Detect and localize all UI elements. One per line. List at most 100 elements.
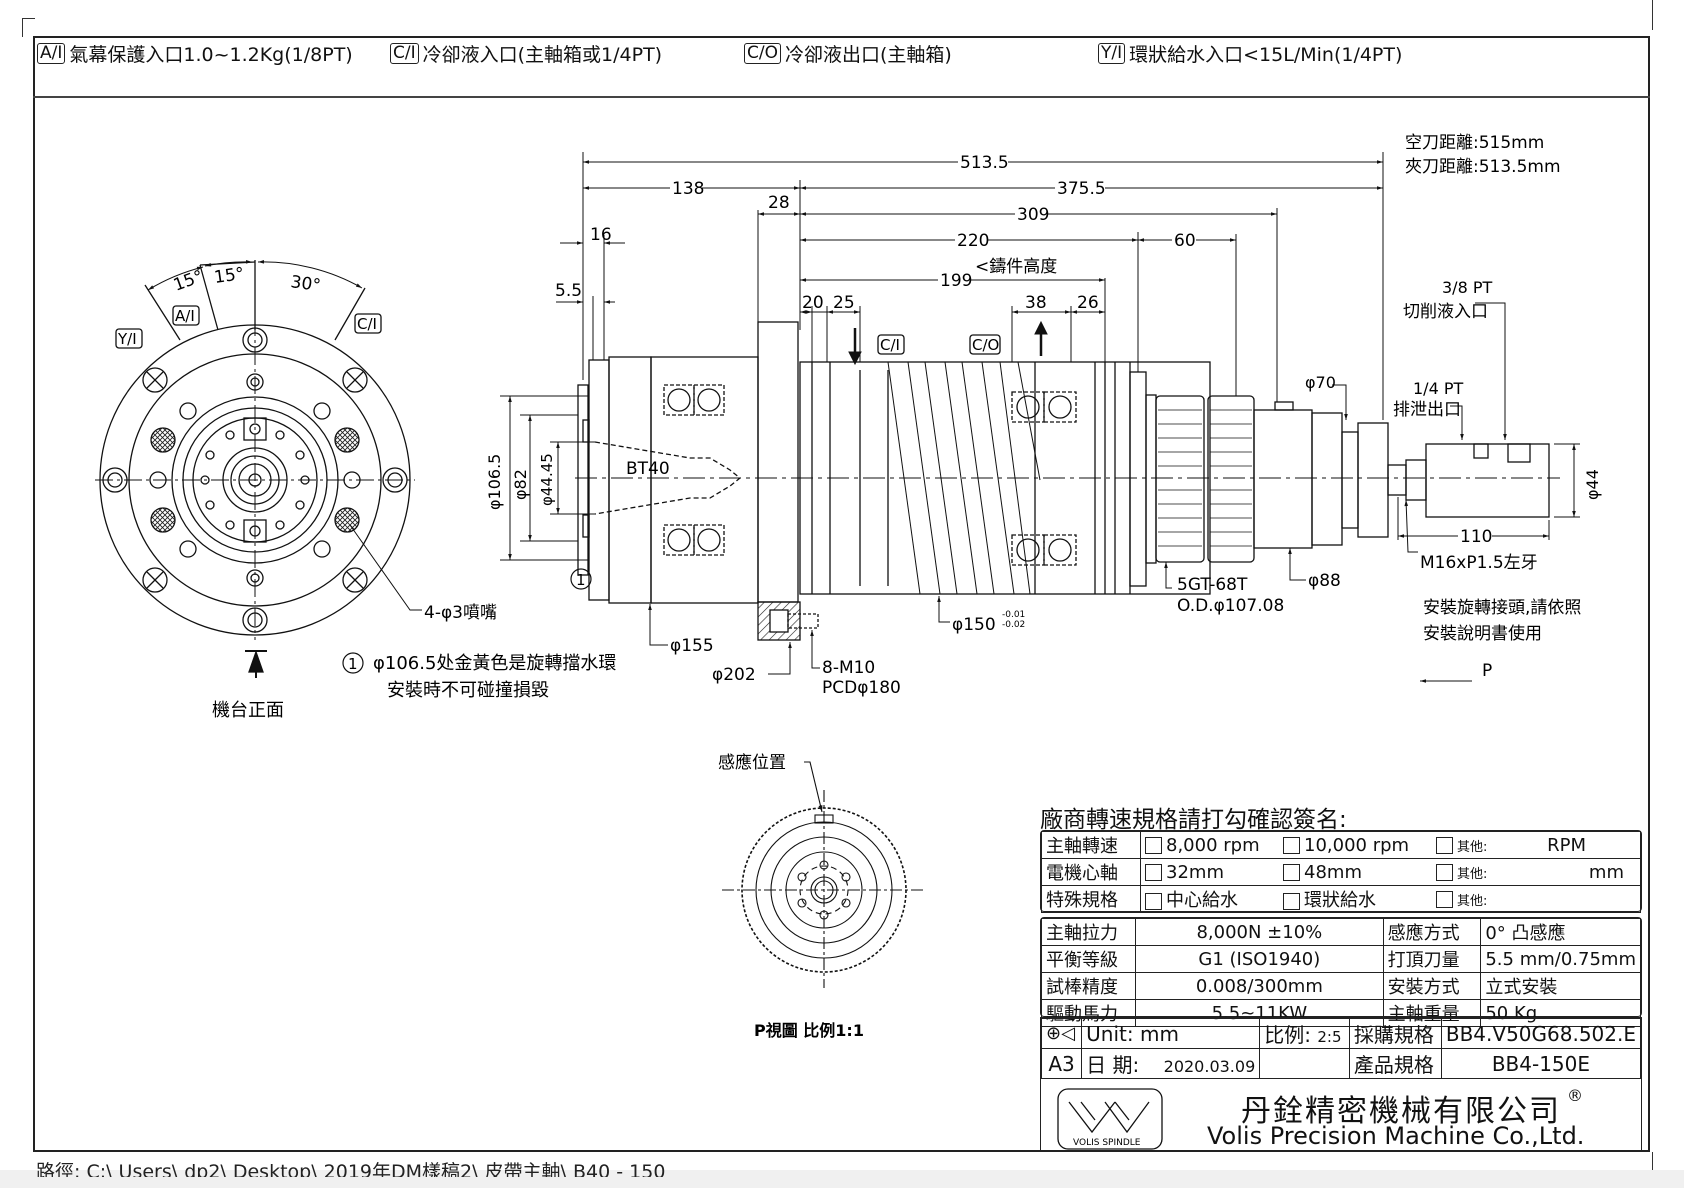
checkbox-48mm[interactable] <box>1283 864 1300 881</box>
spec-key: 平衡等級 <box>1040 945 1137 973</box>
checkbox-8000[interactable] <box>1145 837 1162 854</box>
dim-16: 16 <box>590 225 612 245</box>
product-value: BB4-150E <box>1440 1048 1642 1079</box>
checkbox-10000[interactable] <box>1283 837 1300 854</box>
dim-phi155: φ155 <box>670 636 714 656</box>
dim-28: 28 <box>768 193 790 213</box>
logo-text: VOLIS SPINDLE <box>1073 1138 1141 1148</box>
sig-unit: RPM <box>1547 834 1586 856</box>
note-marker-circle <box>342 652 364 674</box>
title-row-2: A3 日 期: 2020.03.09 產品規格 BB4-150E <box>1040 1048 1642 1079</box>
legend-text: 冷卻液入口(主軸箱或1/4PT) <box>422 44 663 66</box>
sig-row: 特殊規格 中心給水 環狀給水 其他: <box>1041 885 1641 913</box>
dim-phi106-5: φ106.5 <box>485 454 504 510</box>
spec-value: 立式安裝 <box>1480 972 1641 1000</box>
signature-table: 主軸轉速 8,000 rpm 10,000 rpm 其他:RPM 電機心軸 32… <box>1040 830 1642 913</box>
checkbox-other-spec[interactable] <box>1436 891 1453 908</box>
title-block: ⊕◁ Unit: mm 比例: 2:5 採購規格 BB4.V50G68.502.… <box>1040 1017 1642 1152</box>
nozzle-label: 4-φ3噴嘴 <box>424 603 497 623</box>
dim-38: 38 <box>1025 293 1047 313</box>
spec-key: 安裝方式 <box>1382 972 1482 1000</box>
title-row-1: ⊕◁ Unit: mm 比例: 2:5 採購規格 BB4.V50G68.502.… <box>1040 1018 1642 1049</box>
drain-outlet-label: 排泄出口 <box>1393 400 1461 420</box>
note-marker: 1 <box>348 655 358 673</box>
unit-value: mm <box>1139 1021 1179 1046</box>
dim-5-5: 5.5 <box>555 281 582 301</box>
tag-yi: Y/I <box>117 330 137 348</box>
gear-od: O.D.φ107.08 <box>1177 596 1284 616</box>
pcd-spec: PCDφ180 <box>822 678 901 698</box>
sig-opt1: 中心給水 <box>1166 890 1238 911</box>
pt-3-8: 3/8 PT <box>1442 278 1492 297</box>
tag-ci: C/I <box>390 43 419 64</box>
note-line1: φ106.5处金黃色是旋轉擋水環 <box>373 653 616 674</box>
sig-opt1: 32mm <box>1166 861 1224 883</box>
checkbox-center-water[interactable] <box>1145 892 1162 910</box>
checkbox-other-rpm[interactable] <box>1436 837 1453 854</box>
marker-1-circle <box>570 568 592 590</box>
legend-ring-water-inlet: Y/I 環狀給水入口<15L/Min(1/4PT) <box>1098 40 1402 67</box>
angle-15-a: 15° <box>171 267 206 296</box>
bolt-spec: 8-M10 <box>822 658 875 678</box>
angle-15-b: 15° <box>213 264 246 288</box>
thread-spec: M16xP1.5左牙 <box>1420 553 1538 573</box>
sig-row-label: 主軸轉速 <box>1041 831 1141 859</box>
sig-other: 其他: <box>1457 839 1488 855</box>
sig-other: 其他: <box>1457 866 1488 882</box>
dimension-texts: 513.5 138 375.5 28 309 16 220 60 5.5 199… <box>555 152 1196 313</box>
tag-co-side: C/O <box>972 336 999 354</box>
front-tags: A/I Y/I C/I <box>115 305 382 349</box>
dim-phi88: φ88 <box>1308 571 1341 591</box>
sig-row: 主軸轉速 8,000 rpm 10,000 rpm 其他:RPM <box>1041 831 1641 859</box>
product-label: 產品規格 <box>1348 1048 1442 1079</box>
p-view-caption: P視圖 比例1:1 <box>754 1021 864 1040</box>
bt40-label: BT40 <box>626 459 670 479</box>
sensor-position-label: 感應位置 <box>718 752 786 773</box>
spec-key: 試棒精度 <box>1040 972 1137 1000</box>
spec-row: 主軸拉力 8,000N ±10% 感應方式 0° 凸感應 <box>1040 918 1641 946</box>
dim-phi70: φ70 <box>1305 373 1336 392</box>
spec-row: 試棒精度 0.008/300mm 安裝方式 立式安裝 <box>1040 972 1641 1000</box>
dim-60: 60 <box>1174 231 1196 251</box>
clamp-tool-distance: 夾刀距離:513.5mm <box>1405 157 1561 177</box>
company-cn-text: 丹銓精密機械有限公司 <box>1241 1094 1561 1129</box>
scale-label: 比例: <box>1264 1023 1311 1047</box>
file-path: 路徑: C:\ Users\ dp2\ Desktop\ 2019年DM樣稿2\… <box>36 1161 666 1177</box>
projection-symbol: ⊕◁ <box>1040 1018 1083 1049</box>
bottom-strip <box>0 1170 1684 1188</box>
dim-phi82: φ82 <box>511 469 530 500</box>
p-view <box>722 761 926 988</box>
sig-unit: mm <box>1588 861 1624 883</box>
spec-value: 5.5 mm/0.75mm <box>1480 945 1641 973</box>
casting-height-label: <鑄件高度 <box>975 257 1057 277</box>
spec-row: 平衡等級 G1 (ISO1940) 打頂刀量 5.5 mm/0.75mm <box>1040 945 1641 973</box>
spec-value: 0° 凸感應 <box>1480 918 1641 946</box>
dim-phi150: φ150 <box>952 615 996 635</box>
nozzle-holes <box>150 427 360 533</box>
checkbox-32mm[interactable] <box>1145 864 1162 881</box>
sig-opt2: 10,000 rpm <box>1304 834 1410 856</box>
spec-value: 0.008/300mm <box>1135 972 1384 1000</box>
gear-spec: 5GT-68T <box>1177 575 1248 595</box>
inner-holes <box>200 430 310 530</box>
purchase-value: BB4.V50G68.502.E <box>1440 1018 1642 1049</box>
spec-table: 主軸拉力 8,000N ±10% 感應方式 0° 凸感應 平衡等級 G1 (IS… <box>1040 917 1642 1027</box>
dim-phi44: φ44 <box>1583 469 1602 500</box>
spec-value: 8,000N ±10% <box>1135 918 1384 946</box>
checkbox-ring-water[interactable] <box>1283 892 1300 910</box>
note-line2: 安裝時不可碰撞損毀 <box>387 680 549 701</box>
spec-key: 打頂刀量 <box>1382 945 1482 973</box>
tol-lower: -0.02 <box>1002 620 1025 630</box>
dimension-lines <box>500 152 1580 683</box>
checkbox-other-mm[interactable] <box>1436 864 1453 881</box>
scale-value: 2:5 <box>1317 1028 1342 1046</box>
legend-text: 環狀給水入口<15L/Min(1/4PT) <box>1129 44 1403 66</box>
date-value: 2020.03.09 <box>1163 1057 1256 1076</box>
tag-ai: A/I <box>37 43 66 64</box>
dim-375-5: 375.5 <box>1057 179 1106 199</box>
sig-row: 電機心軸 32mm 48mm 其他:mm <box>1041 858 1641 886</box>
tag-yi: Y/I <box>1098 43 1126 64</box>
machine-front-label: 機台正面 <box>212 700 284 721</box>
dim-25: 25 <box>833 293 855 313</box>
